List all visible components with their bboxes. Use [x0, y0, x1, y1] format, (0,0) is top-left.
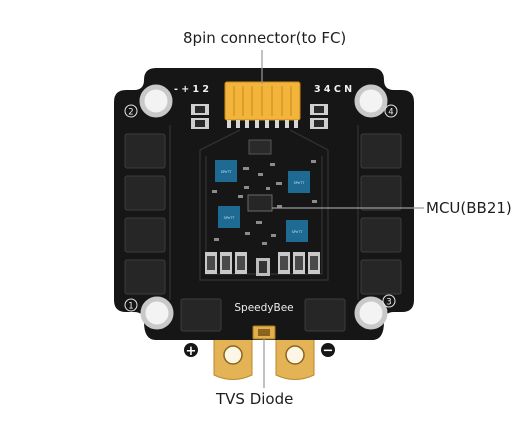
negative-mark: − — [323, 344, 334, 359]
pcb-traces — [169, 125, 359, 300]
svg-text:SPeTT: SPeTT — [221, 170, 233, 174]
hole-number-3: 3 — [386, 298, 391, 308]
callout-lines — [261, 50, 424, 388]
svg-text:SPeTT: SPeTT — [294, 181, 306, 185]
header-left-label: - + 1 2 — [174, 84, 209, 95]
callout-connector-label: 8pin connector(to FC) — [183, 29, 347, 47]
mosfets-bottom — [180, 298, 346, 332]
negative-pad-hole — [285, 345, 305, 365]
positive-pad-hole — [223, 345, 243, 365]
hole-number-4: 4 — [388, 108, 393, 118]
mosfets-left — [124, 133, 166, 295]
mosfets-right — [360, 133, 402, 295]
svg-text:SPeTT: SPeTT — [224, 216, 236, 220]
callout-tvs-label: TVS Diode — [216, 390, 294, 408]
gate-driver-markings: SPeTT SPeTT SPeTT SPeTT — [221, 170, 306, 234]
mcu-chip — [247, 194, 273, 212]
mounting-hole-1 — [140, 296, 174, 330]
header-capacitors — [191, 104, 328, 129]
hole-number-2: 2 — [128, 108, 133, 118]
mounting-hole-3 — [354, 296, 388, 330]
mounting-hole-4 — [354, 84, 388, 118]
mounting-holes — [139, 84, 388, 330]
positive-mark: + — [186, 344, 197, 359]
hole-number-1: 1 — [128, 302, 133, 312]
sense-components — [205, 252, 320, 276]
callout-mcu-label: MCU(BB21) — [426, 199, 512, 217]
header-right-label: 3 4 C N — [314, 84, 352, 95]
power-pads — [213, 329, 315, 380]
positive-mark-badge — [184, 343, 198, 357]
hole-markers — [124, 104, 398, 312]
brand-silkscreen: SpeedyBee — [234, 302, 293, 314]
mounting-hole-2 — [139, 84, 173, 118]
passive-components — [212, 160, 317, 245]
regulator-chip — [248, 139, 272, 155]
gate-drivers — [215, 160, 310, 242]
tvs-diode — [252, 325, 276, 340]
negative-mark-badge — [321, 343, 335, 357]
svg-text:SPeTT: SPeTT — [292, 230, 304, 234]
